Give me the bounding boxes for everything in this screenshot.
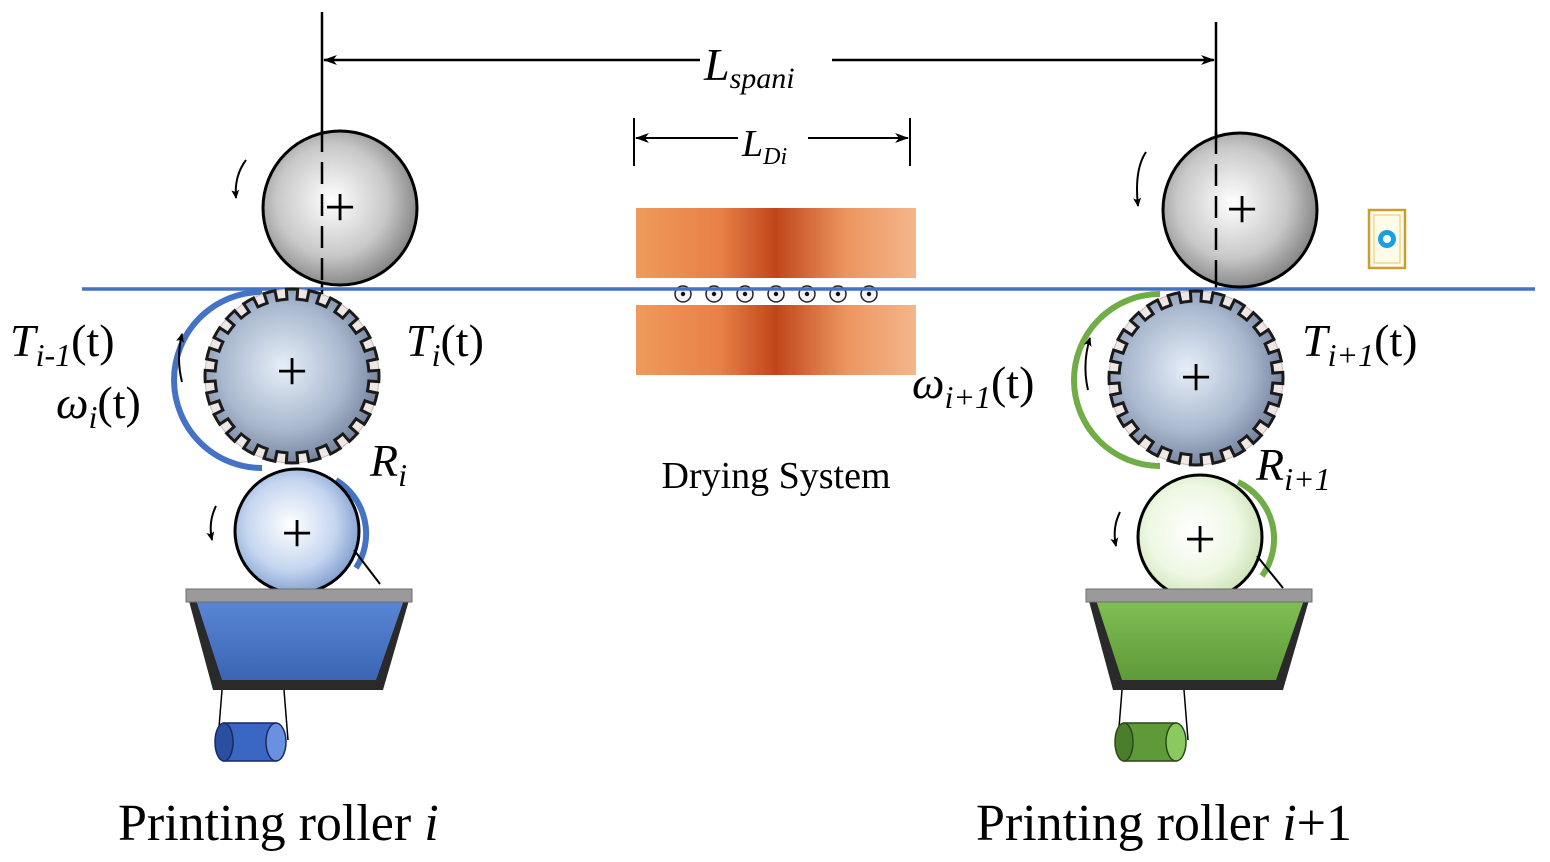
- dryer-roller-axle: [804, 291, 810, 297]
- dryer-roller-axle: [742, 291, 748, 297]
- registration-sensor-icon: [1367, 208, 1407, 270]
- doctor-blade-right: [1256, 555, 1284, 589]
- ink-tank-rim-left: [185, 588, 413, 603]
- center-mark-icon: +: [1180, 347, 1212, 409]
- tension-prev-label: Ti-1(t): [10, 315, 115, 373]
- printing-roller-left-label: Printing roller i: [118, 795, 439, 852]
- plate-cylinder-right: [1107, 289, 1285, 467]
- center-mark-icon: +: [281, 503, 313, 565]
- lower-dryer-plate: [636, 305, 916, 375]
- plate-ink-arc-left: [171, 289, 263, 471]
- tension-current-label: Ti(t): [406, 315, 484, 373]
- rotation-arrow-icon: [1083, 337, 1092, 391]
- dryer-roller-axle: [711, 291, 717, 297]
- printing-unit-right: + + +: [1071, 131, 1319, 762]
- plate-ink-arc-right: [1071, 291, 1161, 469]
- printing-unit-left: + + +: [171, 129, 419, 762]
- plate-cylinder-left: [203, 287, 381, 465]
- center-mark-icon: +: [1226, 179, 1258, 241]
- ink-pump-left: [214, 722, 287, 762]
- drying-system-label: Drying System: [661, 455, 890, 497]
- center-mark-icon: +: [1184, 509, 1216, 571]
- radius-next-label: Ri+1: [1255, 439, 1331, 497]
- impression-roller-left: [261, 129, 419, 287]
- doctor-blade-left: [353, 549, 381, 585]
- dryer-roller-axle: [866, 291, 872, 297]
- ink-tank-rim-right: [1085, 588, 1313, 603]
- impression-roller-right: [1161, 131, 1319, 289]
- dryer-dimension: LDi: [633, 118, 911, 170]
- rotation-arrow-icon: [1133, 151, 1147, 207]
- rotation-arrow-icon: [1110, 511, 1121, 547]
- dryer-roller-axle: [835, 291, 841, 297]
- dryer-roller-axle: [680, 291, 686, 297]
- anilox-ink-arc-right: [1236, 479, 1278, 578]
- upper-dryer-plate: [636, 208, 916, 278]
- omega-next-label: ωi+1(t): [912, 357, 1034, 415]
- span-dimension: Lspani: [320, 12, 1218, 290]
- radius-i-label: Ri: [369, 435, 407, 493]
- omega-i-label: ωi(t): [56, 377, 141, 435]
- tension-next-label: Ti+1(t): [1302, 315, 1418, 373]
- center-mark-icon: +: [276, 341, 308, 403]
- rotation-arrow-icon: [231, 159, 247, 199]
- rotation-arrow-icon: [206, 505, 217, 541]
- span-length-label: Lspani: [703, 39, 795, 95]
- drying-system: Drying System: [636, 208, 916, 497]
- ink-tank-left: [196, 600, 404, 680]
- dryer-length-label: LDi: [741, 123, 787, 170]
- center-mark-icon: +: [324, 177, 356, 239]
- dryer-roller-axle: [773, 291, 779, 297]
- ink-pump-right: [1114, 722, 1187, 762]
- rotation-arrow-icon: [176, 333, 184, 383]
- printing-roller-right-label: Printing roller i+1: [976, 795, 1352, 852]
- ink-tank-right: [1096, 600, 1304, 680]
- anilox-ink-arc-left: [334, 477, 370, 570]
